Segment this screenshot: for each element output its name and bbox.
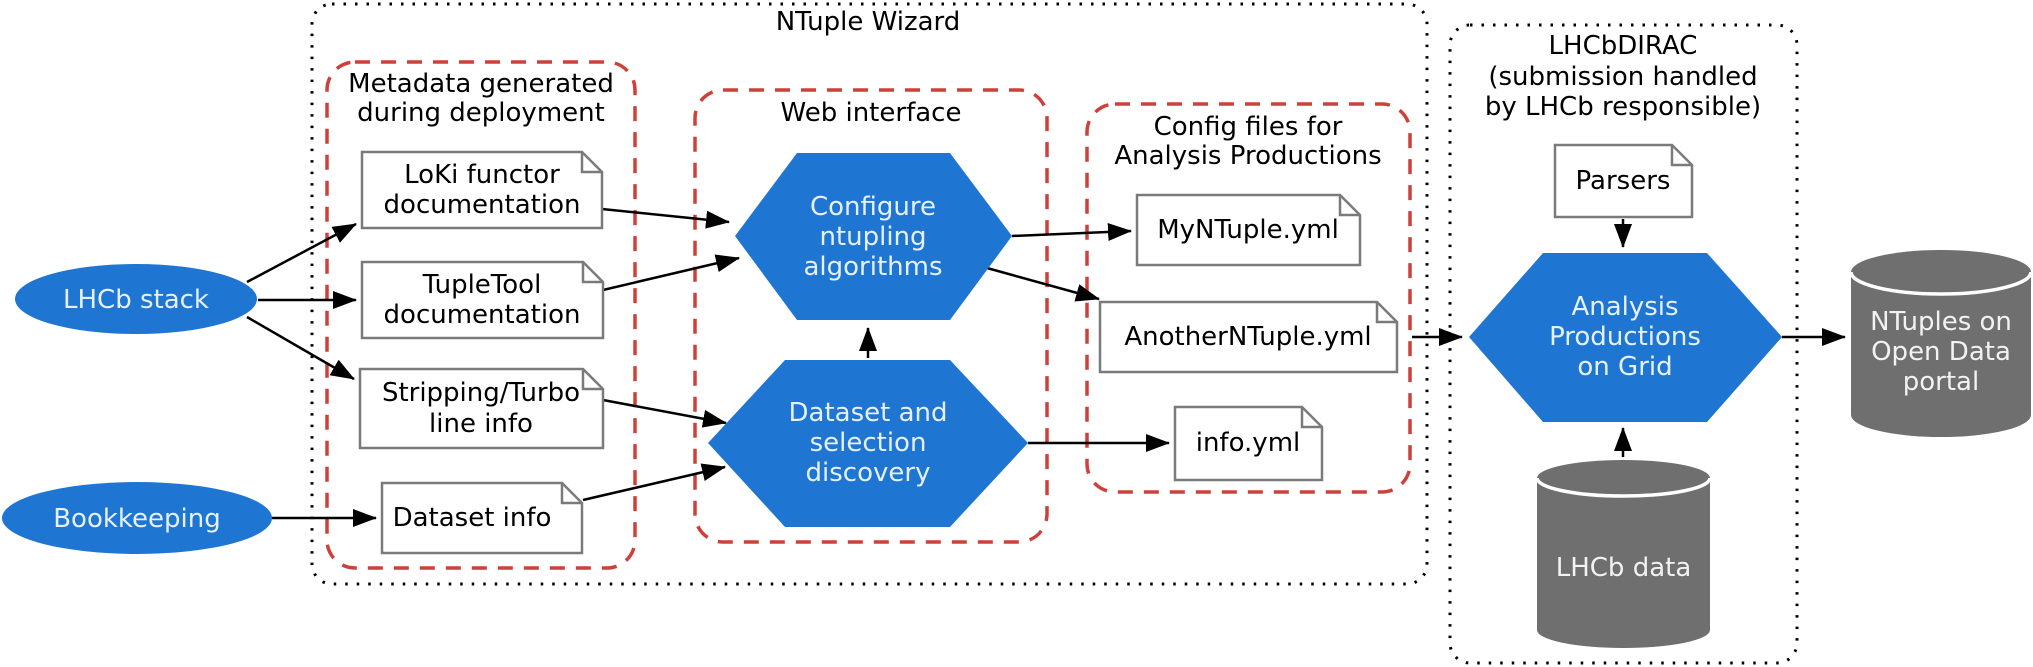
analysis-productions-hexagon-shape xyxy=(1469,253,1782,422)
node-parsers-doc: Parsers xyxy=(1553,143,1694,219)
myntuple-doc-shape xyxy=(1135,193,1362,267)
stripping-doc-label-line1: Stripping/Turbo xyxy=(382,378,580,408)
lhcbdirac-title-line1: LHCbDIRAC xyxy=(1549,31,1698,61)
stripping-doc-fold-corner xyxy=(581,369,603,391)
loki-doc-label-line1: LoKi functor xyxy=(404,160,560,190)
anotherntuple-doc-label: AnotherNTuple.yml xyxy=(1124,322,1371,352)
analysis-productions-label-line1: Analysis xyxy=(1571,292,1678,322)
node-stripping-turbo-doc: Stripping/Turbo line info xyxy=(358,367,605,450)
node-dataset-info-doc: Dataset info xyxy=(380,481,584,555)
metadata-title-line1: Metadata generated xyxy=(348,69,614,99)
node-tupletool-doc: TupleTool documentation xyxy=(360,260,605,340)
dataset-info-doc-fold-corner xyxy=(560,483,582,505)
node-lhcb-stack: LHCb stack xyxy=(15,264,257,334)
tupletool-doc-fold-corner xyxy=(581,262,603,284)
metadata-title-line2: during deployment xyxy=(357,98,605,128)
dataset-discovery-label-line2: selection xyxy=(810,428,927,458)
tupletool-doc-label-line1: TupleTool xyxy=(422,270,542,300)
node-infoyml-doc: info.yml xyxy=(1173,405,1324,482)
lhcb-data-cylinder-highlight xyxy=(1535,477,1712,498)
lhcb-data-cylinder-top xyxy=(1537,460,1710,496)
cluster-web-interface: Web interface xyxy=(693,88,1049,544)
ntuples-portal-label-line1: NTuples on xyxy=(1870,307,2012,337)
myntuple-doc-fold-corner xyxy=(1338,195,1360,217)
cluster-config-files: Config files for Analysis Productions xyxy=(1085,102,1412,494)
dataset-discovery-hexagon-shape xyxy=(708,360,1028,527)
dataset-discovery-label-line1: Dataset and xyxy=(789,398,948,428)
edge-datasetinfo-to-discovery xyxy=(582,463,726,502)
anotherntuple-doc-fold-corner xyxy=(1375,302,1397,324)
lhcb-data-label: LHCb data xyxy=(1556,553,1692,583)
node-analysis-productions: Analysis Productions on Grid xyxy=(1469,253,1782,422)
parsers-doc-fold-corner xyxy=(1670,145,1692,167)
ntuples-portal-cylinder-body xyxy=(1851,272,2031,437)
node-loki-functor-doc: LoKi functor documentation xyxy=(360,150,604,230)
cluster-lhcbdirac: LHCbDIRAC (submission handled by LHCb re… xyxy=(1448,23,1799,665)
edge-lhcbstack-to-stripping xyxy=(246,315,355,381)
analysis-productions-label-line2: Productions xyxy=(1549,322,1701,352)
analysis-productions-label-line3: on Grid xyxy=(1577,352,1672,382)
node-bookkeeping: Bookkeeping xyxy=(2,482,272,554)
tupletool-doc-shape xyxy=(360,260,605,340)
loki-doc-label-line2: documentation xyxy=(384,190,581,220)
tupletool-doc-label-line2: documentation xyxy=(384,300,581,330)
lhcb-stack-label: LHCb stack xyxy=(63,285,209,315)
parsers-doc-shape xyxy=(1553,143,1694,219)
edge-lhcbstack-to-loki xyxy=(246,222,357,284)
config-files-title-line2: Analysis Productions xyxy=(1114,141,1381,171)
lhcbdirac-title-line3: by LHCb responsible) xyxy=(1485,92,1761,122)
edge-tupletool-to-configure xyxy=(602,254,740,292)
node-ntuples-portal: NTuples on Open Data portal xyxy=(1849,250,2033,437)
ntuples-portal-cylinder-highlight xyxy=(1849,271,2033,296)
edge-stripping-to-discovery xyxy=(602,398,727,428)
node-configure-ntupling: Configure ntupling algorithms xyxy=(735,153,1012,320)
stripping-doc-label-line2: line info xyxy=(429,409,533,439)
edge-configure-to-myntuple xyxy=(1011,222,1132,241)
dataset-discovery-label-line3: discovery xyxy=(806,458,931,488)
node-myntuple-doc: MyNTuple.yml xyxy=(1135,193,1362,267)
metadata-border xyxy=(325,60,637,570)
infoyml-doc-fold-corner xyxy=(1300,407,1322,429)
loki-doc-shape xyxy=(360,150,604,230)
lhcb-data-cylinder-body xyxy=(1537,478,1710,648)
ntuple-wizard-title: NTuple Wizard xyxy=(776,7,961,37)
bookkeeping-label: Bookkeeping xyxy=(53,504,221,534)
bookkeeping-shape xyxy=(2,482,272,554)
ntuples-portal-cylinder-top xyxy=(1851,250,2031,294)
anotherntuple-doc-shape xyxy=(1098,300,1399,374)
node-dataset-discovery: Dataset and selection discovery xyxy=(708,360,1028,527)
configure-label-line2: ntupling xyxy=(819,222,926,252)
lhcb-stack-shape xyxy=(15,264,257,334)
configure-hexagon-shape xyxy=(735,153,1012,320)
dataset-info-doc-shape xyxy=(380,481,584,555)
configure-label-line1: Configure xyxy=(810,192,936,222)
parsers-doc-label: Parsers xyxy=(1576,166,1671,196)
config-files-border xyxy=(1085,102,1412,494)
loki-doc-fold-corner xyxy=(580,152,602,174)
config-files-title-line1: Config files for xyxy=(1154,112,1343,142)
configure-label-line3: algorithms xyxy=(803,252,942,282)
edge-configure-to-anotherntuple xyxy=(986,266,1100,302)
web-interface-title: Web interface xyxy=(781,98,962,128)
cluster-ntuple-wizard: NTuple Wizard xyxy=(310,2,1429,586)
node-anotherntuple-doc: AnotherNTuple.yml xyxy=(1098,300,1399,374)
cluster-metadata: Metadata generated during deployment xyxy=(325,60,637,570)
dataset-info-doc-label: Dataset info xyxy=(393,503,552,533)
edges xyxy=(246,207,1846,527)
infoyml-doc-shape xyxy=(1173,405,1324,482)
stripping-doc-shape xyxy=(358,367,605,450)
myntuple-doc-label: MyNTuple.yml xyxy=(1157,215,1339,245)
ntuples-portal-label-line3: portal xyxy=(1903,367,1979,397)
node-lhcb-data: LHCb data xyxy=(1535,460,1712,648)
ntuples-portal-label-line2: Open Data xyxy=(1871,337,2011,367)
edge-loki-to-configure xyxy=(601,207,730,229)
lhcbdirac-title-line2: (submission handled xyxy=(1488,62,1757,92)
infoyml-doc-label: info.yml xyxy=(1196,428,1301,458)
